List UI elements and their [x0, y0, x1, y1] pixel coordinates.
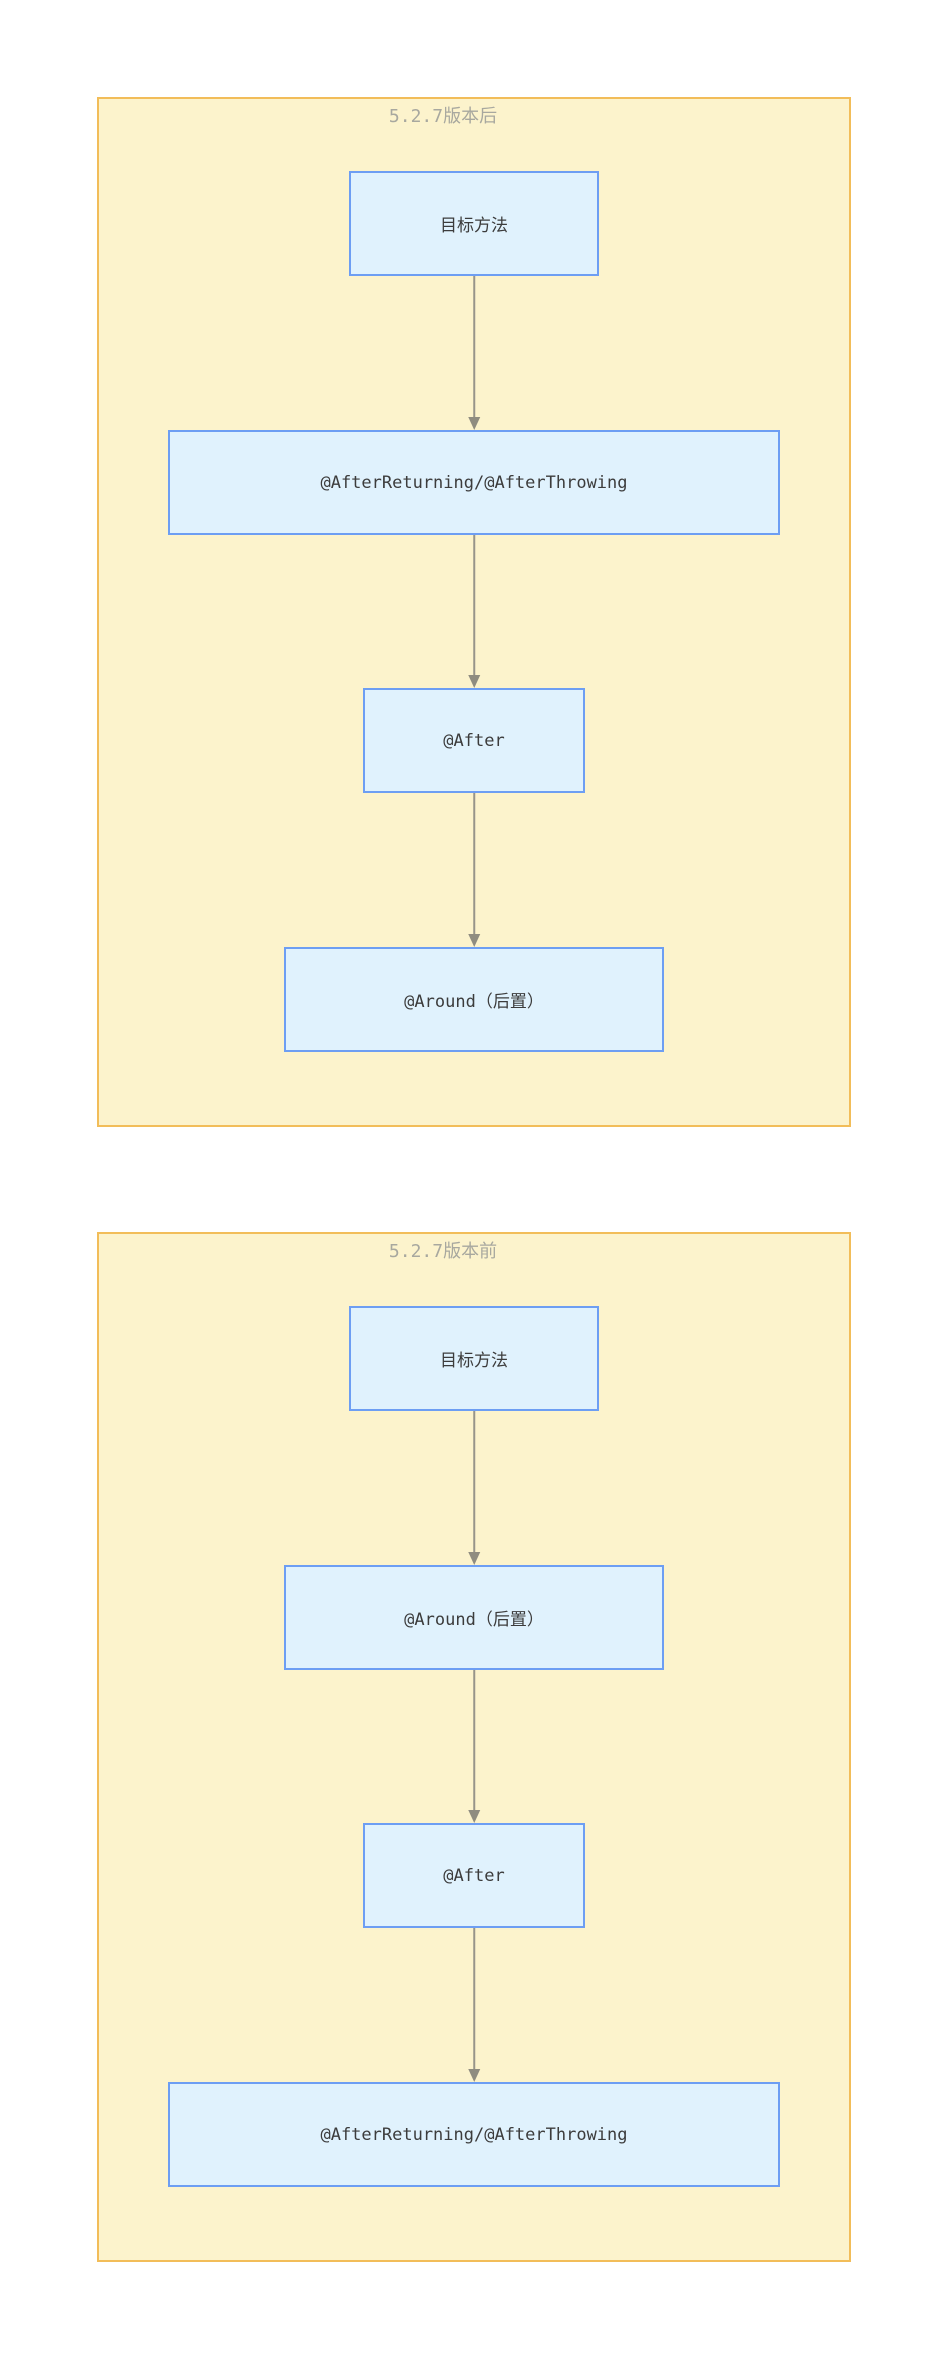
node-afterreturning-afterthrowing: @AfterReturning/@AfterThrowing [168, 2082, 780, 2187]
node-target-method: 目标方法 [349, 1306, 599, 1411]
panel-v527-before: 5.2.7版本前 目标方法 @Around（后置） @After @AfterR… [97, 1232, 851, 2262]
node-label: 目标方法 [440, 1351, 508, 1371]
node-label: @Around（后置） [404, 992, 544, 1012]
node-around-post: @Around（后置） [284, 1565, 664, 1670]
panel-title: 5.2.7版本前 [388, 1241, 498, 1262]
flow-arrow-down [473, 793, 475, 934]
node-label: @AfterReturning/@AfterThrowing [320, 2124, 628, 2145]
node-label: @Around（后置） [404, 1610, 544, 1630]
flow-arrow-down [473, 1411, 475, 1552]
node-label: 目标方法 [440, 216, 508, 236]
node-after: @After [363, 1823, 585, 1928]
node-target-method: 目标方法 [349, 171, 599, 276]
node-afterreturning-afterthrowing: @AfterReturning/@AfterThrowing [168, 430, 780, 535]
panel-title: 5.2.7版本后 [388, 106, 498, 127]
flow-arrow-down [473, 1670, 475, 1810]
node-after: @After [363, 688, 585, 793]
node-label: @After [443, 1865, 505, 1886]
flow-arrow-down [473, 535, 475, 675]
node-around-post: @Around（后置） [284, 947, 664, 1052]
node-label: @After [443, 730, 505, 751]
panel-v527-after: 5.2.7版本后 目标方法 @AfterReturning/@AfterThro… [97, 97, 851, 1127]
node-label: @AfterReturning/@AfterThrowing [320, 472, 628, 493]
flow-arrow-down [473, 276, 475, 417]
flow-arrow-down [473, 1928, 475, 2069]
